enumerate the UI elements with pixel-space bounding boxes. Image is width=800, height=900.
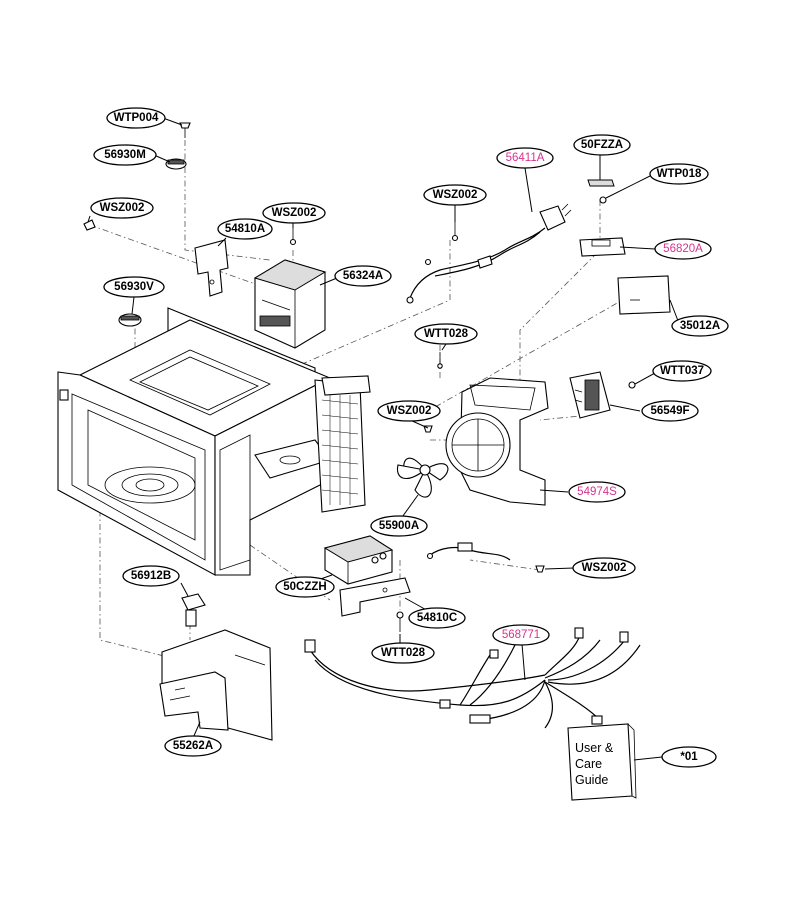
fuse-50fzza	[587, 179, 615, 187]
svg-text:56411A: 56411A	[506, 152, 545, 164]
svg-text:56930V: 56930V	[114, 281, 154, 293]
diode	[426, 542, 511, 561]
screw-wtt028-top	[437, 352, 443, 369]
svg-text:50FZZA: 50FZZA	[581, 139, 623, 151]
power-cord-56411a	[406, 203, 572, 304]
svg-text:WTP018: WTP018	[657, 168, 702, 180]
screw-wsz002-left	[83, 219, 96, 231]
thermal-fuse-56930v	[118, 313, 142, 327]
callout-35012a: 35012A	[671, 315, 729, 337]
svg-text:56549F: 56549F	[650, 405, 689, 417]
switch-assembly-56549f	[569, 371, 611, 419]
svg-text:WSZ002: WSZ002	[272, 207, 317, 219]
svg-text:WTP004: WTP004	[114, 112, 159, 124]
svg-text:WTT028: WTT028	[424, 328, 469, 340]
callout-wtt028-top: WTT028	[414, 323, 478, 345]
callout-wtt028-bottom: WTT028	[371, 642, 435, 664]
callout-wsz002-top: WSZ002	[262, 202, 326, 224]
callout-56912b: 56912B	[122, 565, 180, 587]
callout-55900a: 55900A	[370, 515, 428, 537]
svg-text:54810C: 54810C	[417, 612, 457, 624]
magnetron-56324a	[253, 259, 327, 349]
callout-50czzh: 50CZZH	[275, 576, 335, 598]
screw-wsz002-top	[289, 226, 297, 246]
guide-line-2: Care	[575, 757, 602, 771]
callout-56324a: 56324A	[334, 265, 392, 287]
guide-line-3: Guide	[575, 773, 608, 787]
callout-56820a: 56820A	[654, 238, 712, 260]
callout-wtt037: WTT037	[652, 360, 712, 382]
callout-568771: 568771	[492, 624, 550, 646]
callout-labels: WTP004 56930M WSZ002 54810A WSZ002 56324…	[90, 107, 729, 768]
svg-text:WSZ002: WSZ002	[433, 189, 478, 201]
wire-harness-568771	[304, 627, 641, 729]
svg-text:WTT037: WTT037	[660, 365, 704, 377]
callout-55262a: 55262A	[164, 735, 222, 757]
callout-wsz002-left: WSZ002	[90, 197, 154, 219]
fan-blade-55900a	[396, 457, 449, 498]
screw-wtt028-bottom	[396, 611, 404, 632]
cover-35012a	[617, 275, 671, 315]
svg-text:56930M: 56930M	[104, 149, 146, 161]
svg-text:WSZ002: WSZ002	[100, 202, 145, 214]
screw-wtt037	[628, 381, 636, 389]
svg-text:WSZ002: WSZ002	[387, 405, 432, 417]
screw-wsz002-bottom	[535, 565, 545, 573]
lamp-56912b	[181, 593, 206, 627]
bracket-54810c	[339, 577, 411, 617]
callout-wtp018: WTP018	[649, 163, 709, 185]
svg-text:568771: 568771	[502, 629, 540, 641]
svg-text:56912B: 56912B	[131, 570, 171, 582]
svg-text:WSZ002: WSZ002	[582, 562, 627, 574]
callout-wsz002-bottom: WSZ002	[572, 557, 636, 579]
latch-board-54974s	[445, 377, 549, 506]
base-plate-55262a	[159, 629, 273, 741]
svg-text:50CZZH: 50CZZH	[283, 581, 326, 593]
user-care-guide-book: User & Care Guide	[567, 723, 637, 801]
fuse-holder-56820a	[579, 237, 626, 257]
svg-text:56324A: 56324A	[343, 270, 383, 282]
callout-50fzza: 50FZZA	[573, 134, 631, 156]
bracket-54810a	[194, 239, 229, 297]
svg-text:WTT028: WTT028	[381, 647, 426, 659]
callout-wsz002-wire: WSZ002	[423, 184, 487, 206]
callout-wtp004: WTP004	[106, 107, 166, 129]
svg-text:54974S: 54974S	[577, 486, 617, 498]
callout-56930v: 56930V	[103, 276, 165, 298]
screw-wtp018	[599, 196, 607, 204]
thermal-fuse-56930m	[165, 158, 187, 170]
svg-text:35012A: 35012A	[680, 320, 720, 332]
svg-text:54810A: 54810A	[225, 223, 265, 235]
svg-text:56820A: 56820A	[663, 243, 703, 255]
callout-56411a: 56411A	[496, 147, 554, 169]
callout-56930m: 56930M	[93, 144, 157, 166]
screw-wtp004	[179, 122, 191, 138]
callout-54810c: 54810C	[408, 607, 466, 629]
svg-text:55262A: 55262A	[173, 740, 213, 752]
callout-54974s: 54974S	[568, 481, 626, 503]
capacitor-50czzh	[323, 535, 394, 585]
screw-wsz002-wire	[451, 222, 459, 242]
callout-01: *01	[661, 746, 717, 768]
callout-wsz002-fan: WSZ002	[377, 400, 441, 422]
guide-line-1: User &	[575, 741, 614, 755]
callout-56549f: 56549F	[641, 400, 699, 422]
svg-text:55900A: 55900A	[379, 520, 419, 532]
svg-text:*01: *01	[680, 751, 698, 763]
callout-54810a: 54810A	[217, 218, 273, 240]
oven-cavity	[57, 307, 371, 576]
